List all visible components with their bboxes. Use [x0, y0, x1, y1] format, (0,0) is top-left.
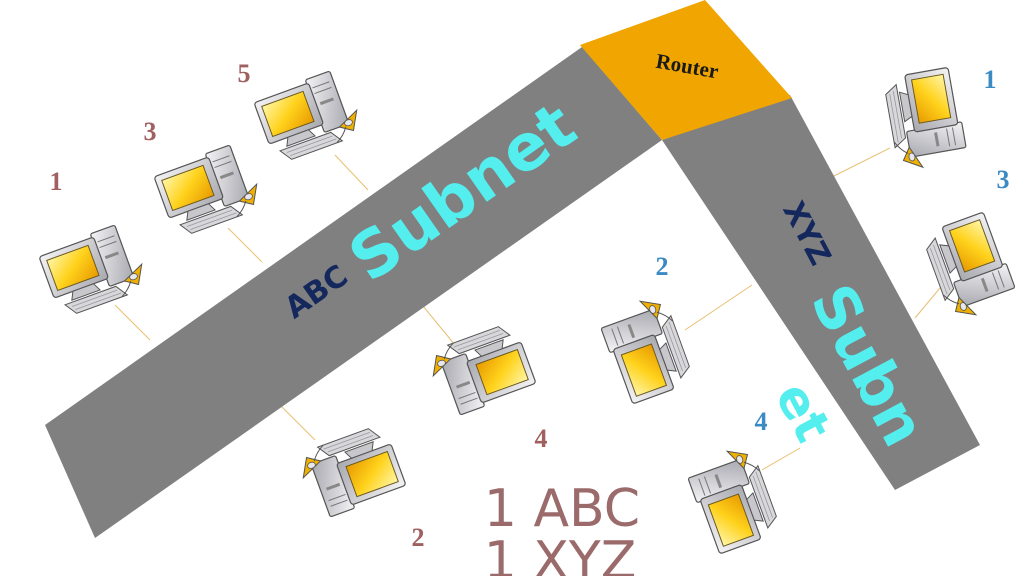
abc-host-1 [37, 220, 151, 320]
xyz-subnet-band [662, 95, 980, 490]
link-abc-4 [417, 299, 456, 346]
link-abc-3 [227, 227, 263, 263]
footer-line-xyz: 1 XYZ [484, 531, 637, 576]
abc-host-2 [294, 422, 408, 522]
abc-number-1: 1 [50, 167, 63, 196]
link-xyz-2 [684, 284, 753, 331]
abc-number-3: 3 [144, 117, 157, 146]
router [580, 0, 792, 140]
computer-icon [882, 66, 969, 173]
abc-host-4 [424, 320, 538, 420]
xyz-host-4 [683, 442, 783, 556]
abc-number-2: 2 [412, 523, 425, 552]
xyz-host-3 [920, 210, 1020, 324]
link-xyz-4 [761, 447, 801, 471]
abc-host-5 [252, 66, 366, 166]
xyz-number-2: 2 [656, 252, 669, 281]
xyz-host-1 [882, 66, 969, 173]
abc-subnet-band [45, 47, 662, 538]
xyz-number-4: 4 [755, 407, 768, 436]
abc-number-5: 5 [238, 59, 251, 88]
xyz-number-3: 3 [997, 165, 1010, 194]
link-xyz-3 [914, 281, 946, 319]
xyz-host-2 [596, 292, 696, 406]
abc-number-4: 4 [535, 424, 548, 453]
footer-line-abc: 1 ABC [484, 479, 640, 539]
link-abc-1 [114, 304, 151, 341]
computer-icon [252, 66, 366, 166]
computer-icon [920, 210, 1020, 324]
computer-icon [152, 140, 266, 240]
computer-icon [37, 220, 151, 320]
computer-icon [424, 320, 538, 420]
computer-icon [596, 292, 696, 406]
computer-icon [294, 422, 408, 522]
link-xyz-1 [829, 147, 891, 179]
xyz-number-1: 1 [984, 65, 997, 94]
link-abc-5 [334, 154, 369, 191]
computer-icon [683, 442, 783, 556]
abc-host-3 [152, 140, 266, 240]
